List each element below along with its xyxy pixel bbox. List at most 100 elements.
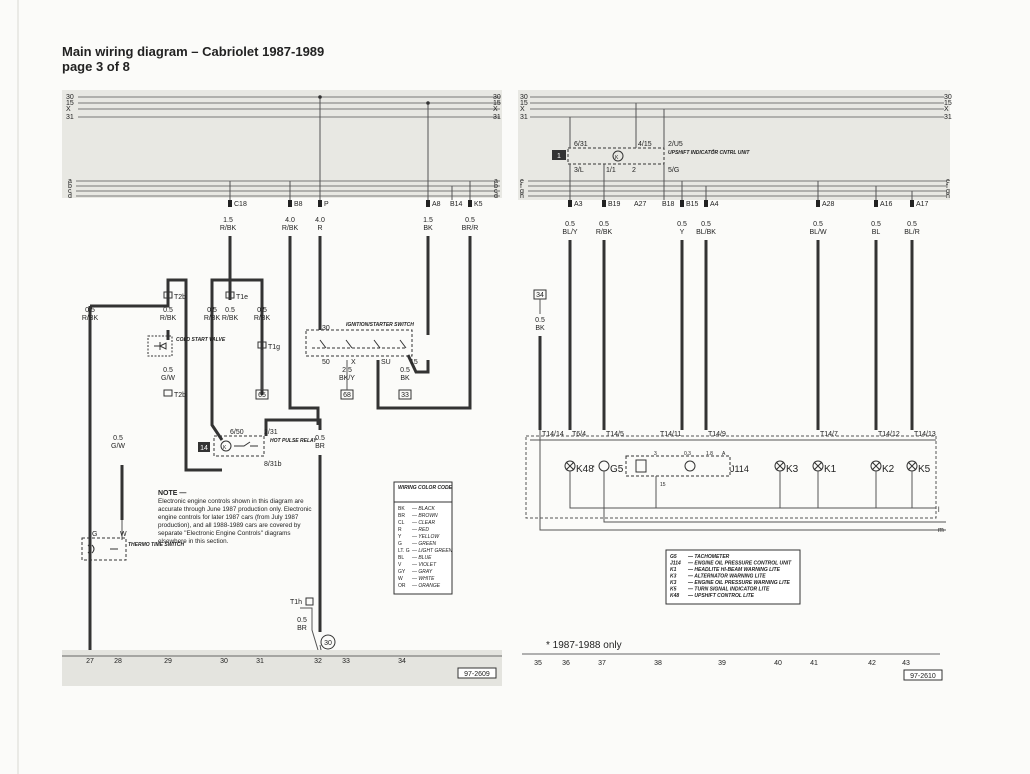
color-code-title: WIRING COLOR CODE	[398, 485, 453, 491]
unit-pin: 6/31	[574, 141, 588, 148]
connector-t2b-lower	[163, 389, 173, 397]
wire-path	[376, 236, 472, 410]
color-code-name: — WHITE	[411, 576, 435, 582]
footer-column-number: 42	[868, 660, 876, 667]
cold-start-valve: COLD START VALVE	[147, 335, 226, 357]
wire-color: G/W	[111, 443, 125, 450]
instrument-cluster: T14/14 T6/4 T14/5 T14/11 T14/9 T14/7 T14…	[525, 430, 946, 534]
terminal-a3	[568, 200, 572, 207]
unit-pin: 2/U5	[668, 141, 683, 148]
terminal-label: B15	[686, 201, 699, 208]
legend-desc: — TACHOMETER	[687, 554, 730, 560]
ground-circle	[320, 634, 336, 650]
color-code-name: — LIGHT GREEN	[411, 548, 453, 554]
bus-label-left: g	[520, 188, 524, 195]
wire-color: R/BK	[160, 315, 177, 322]
note-heading: NOTE —	[158, 490, 186, 497]
wire-color: R/BK	[220, 225, 237, 232]
note-body: Electronic engine controls shown in this…	[158, 498, 312, 545]
wire-size: 0.5	[400, 367, 410, 374]
left-page-code: 97-2609	[464, 671, 490, 678]
wire-color: BR/R	[462, 225, 479, 232]
legend-code: K3	[670, 580, 677, 586]
label-k3: K3	[786, 464, 799, 475]
cluster-pin: T14/7	[820, 431, 838, 438]
color-code-abbr: OR	[398, 583, 406, 589]
relay-coil-icon	[220, 440, 232, 452]
bus-label-right: h	[946, 193, 950, 200]
relay-pin: 6/50	[230, 429, 244, 436]
bus-label-right: c	[494, 188, 498, 195]
color-code-name: — GREEN	[411, 541, 437, 547]
footer-column-number: 38	[654, 660, 662, 667]
color-code-abbr: BR	[398, 513, 405, 519]
gauge-g5-icon	[598, 460, 610, 472]
wire-size: 0.5	[315, 435, 325, 442]
j114-pin: A	[722, 451, 726, 457]
legend-code: K3	[670, 574, 677, 580]
color-code-abbr: W	[398, 576, 403, 582]
color-code-name: — BROWN	[411, 513, 438, 519]
upshift-control-unit: 1 K UPSHIFT INDICATOR CNTRL UNIT * 6/31 …	[552, 103, 913, 200]
lamp-k48-cross-icon	[565, 461, 575, 471]
terminal-a16	[874, 200, 878, 207]
terminal-label: A4	[710, 201, 719, 208]
wire-color: BL/W	[809, 229, 827, 236]
wire-color: BL/Y	[562, 229, 578, 236]
right-diagram: 30 15 X 31 30 15 X 31 e f g h e f g h 1	[518, 90, 952, 681]
bus-label-left: e	[520, 178, 524, 185]
wire-path	[300, 607, 319, 651]
page-title: Main wiring diagram – Cabriolet 1987-198…	[62, 44, 325, 59]
terminal-a28	[816, 200, 820, 207]
wire-size: 0.5	[207, 307, 217, 314]
bus-label-right: f	[946, 183, 948, 190]
bus-label-left: a	[68, 178, 72, 185]
page-header: Main wiring diagram – Cabriolet 1987-198…	[62, 44, 324, 74]
bus-m: m	[938, 527, 944, 534]
wire-color: BR	[315, 443, 325, 450]
bus-label-right: X	[944, 106, 949, 113]
wire-size: 0.5	[85, 307, 95, 314]
wire-path	[288, 236, 320, 425]
lamp-k3-cross-icon	[775, 461, 785, 471]
relay-name-text: HOT PULSE RELAY	[270, 438, 317, 444]
bus-label-right: e	[946, 178, 950, 185]
color-code-abbr: G	[398, 541, 402, 547]
right-code-box	[903, 669, 943, 681]
legend-desc: — TURN SIGNAL INDICATOR LITE	[687, 587, 770, 593]
right-fuse-panel-shading	[518, 90, 950, 200]
wire-color: BL	[872, 229, 881, 236]
label-k2: K2	[882, 464, 895, 475]
footnote: * 1987-1988 only	[546, 640, 622, 651]
footer-column-number: 29	[164, 658, 172, 665]
j114-pin: 3	[654, 451, 657, 457]
legend-code: J114	[670, 561, 681, 567]
color-code-abbr: BL	[398, 555, 404, 561]
wire-color: Y	[680, 229, 685, 236]
wire-size: 0.5	[535, 317, 545, 324]
bus-label-right: 30	[944, 94, 952, 101]
page-subtitle: page 3 of 8	[62, 59, 130, 74]
footer-column-number: 40	[774, 660, 782, 667]
switch-pin: 30	[322, 325, 330, 332]
bus-label-left: 15	[520, 100, 528, 107]
wire-path	[406, 354, 430, 374]
right-wiring	[538, 240, 914, 430]
ref-33: 33	[401, 392, 409, 399]
connector-label: T1g	[268, 344, 280, 351]
bus-label-right: 30	[493, 94, 501, 101]
terminal-label: A27	[634, 201, 647, 208]
wire-color: BK	[400, 375, 410, 382]
wire-color: BK	[535, 325, 545, 332]
j114-box	[625, 455, 731, 477]
terminal-label: K5	[474, 201, 483, 208]
footer-column-number: 27	[86, 658, 94, 665]
wire-color: BL/BK	[696, 229, 716, 236]
wire-size: 0.5	[113, 435, 123, 442]
color-code-abbr: CL	[398, 520, 405, 526]
color-code-name: — BLUE	[411, 555, 432, 561]
bus-label-left: 31	[520, 114, 528, 121]
